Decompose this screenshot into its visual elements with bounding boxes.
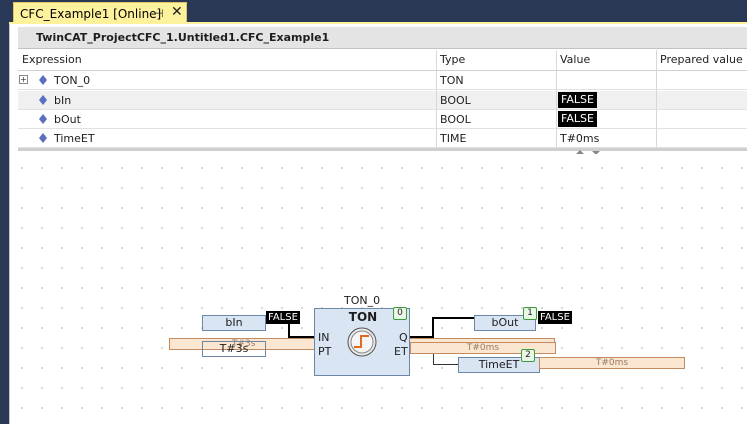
tab-underline bbox=[9, 22, 747, 24]
fb-instance-name[interactable]: TON_0 bbox=[344, 294, 381, 307]
splitter-down-icon[interactable] bbox=[592, 151, 600, 155]
column-header-expression[interactable]: Expression bbox=[22, 53, 82, 66]
row-expression: TimeET bbox=[54, 132, 95, 145]
fb-ton-block[interactable]: TON IN PT Q ET bbox=[314, 308, 410, 376]
column-header-prepared-value[interactable]: Prepared value bbox=[660, 53, 743, 66]
cfc-canvas[interactable]: bIn FALSE T#3s T#3s TON_0 TON IN PT Q ET… bbox=[18, 154, 747, 424]
output-variable-bout[interactable]: bOut bbox=[474, 315, 536, 331]
row-type: BOOL bbox=[440, 113, 471, 126]
timer-clock-icon bbox=[347, 327, 377, 357]
fb-type: TON bbox=[348, 310, 378, 324]
row-value: FALSE bbox=[558, 92, 597, 108]
table-row[interactable]: + TON_0 TON bbox=[18, 71, 747, 90]
window-frame-left bbox=[0, 0, 9, 424]
variable-icon bbox=[39, 95, 47, 105]
object-path-bar: TwinCAT_ProjectCFC_1.Untitled1.CFC_Examp… bbox=[18, 27, 747, 49]
pt-constant-input[interactable]: T#3s bbox=[202, 341, 266, 357]
wire-q-1 bbox=[410, 336, 434, 338]
row-value: T#0ms bbox=[560, 132, 600, 145]
wire-q-3 bbox=[432, 317, 474, 319]
pin-et[interactable]: ET bbox=[394, 345, 408, 358]
pin-pt[interactable]: PT bbox=[318, 345, 332, 358]
variable-icon bbox=[39, 114, 47, 124]
row-expression: bOut bbox=[54, 113, 81, 126]
bout-online-value: FALSE bbox=[538, 311, 572, 324]
row-type: TIME bbox=[440, 132, 467, 145]
tab-title: CFC_Example1 [Online] bbox=[20, 6, 162, 21]
wire-et-3 bbox=[433, 364, 458, 365]
pin-q[interactable]: Q bbox=[399, 331, 408, 344]
pin-icon[interactable]: ⊣ bbox=[154, 7, 164, 20]
header-separator bbox=[18, 70, 747, 71]
object-path: TwinCAT_ProjectCFC_1.Untitled1.CFC_Examp… bbox=[36, 31, 330, 44]
output-variable-timeet[interactable]: TimeET bbox=[458, 357, 540, 373]
fb-order-badge: 0 bbox=[393, 307, 407, 320]
wire-in-3 bbox=[288, 336, 314, 338]
tab-cfc-example1[interactable]: CFC_Example1 [Online] ⊣ ✕ bbox=[13, 2, 187, 24]
bin-online-value: FALSE bbox=[266, 311, 300, 324]
watch-splitter[interactable] bbox=[18, 148, 747, 151]
cfc-editor: TwinCAT_ProjectCFC_1.Untitled1.CFC_Examp… bbox=[9, 24, 747, 424]
input-variable-bin[interactable]: bIn bbox=[202, 315, 266, 331]
variable-icon bbox=[39, 133, 47, 143]
column-divider[interactable] bbox=[436, 50, 437, 150]
row-type: BOOL bbox=[440, 94, 471, 107]
pin-in[interactable]: IN bbox=[318, 331, 330, 344]
wire-in-2 bbox=[288, 322, 290, 338]
close-icon[interactable]: ✕ bbox=[171, 4, 183, 20]
expand-plus-icon[interactable]: + bbox=[19, 75, 28, 84]
row-value: FALSE bbox=[558, 111, 597, 127]
column-divider[interactable] bbox=[556, 50, 557, 150]
table-row[interactable]: bIn BOOL FALSE bbox=[18, 91, 747, 110]
row-expression: TON_0 bbox=[54, 74, 91, 87]
timeet-order-badge: 2 bbox=[521, 349, 535, 362]
table-row[interactable]: TimeET TIME T#0ms bbox=[18, 129, 747, 148]
wire-et-2 bbox=[433, 350, 434, 364]
row-expression: bIn bbox=[54, 94, 72, 107]
watch-table: Expression Type Value Prepared value + T… bbox=[18, 50, 747, 150]
row-type: TON bbox=[440, 74, 464, 87]
et-online-value: T#0ms bbox=[410, 342, 556, 354]
timeet-online-value: T#0ms bbox=[539, 357, 685, 369]
wire-q-2 bbox=[432, 317, 434, 338]
column-header-type[interactable]: Type bbox=[440, 53, 466, 66]
column-divider[interactable] bbox=[656, 50, 657, 150]
variable-icon bbox=[39, 75, 47, 85]
splitter-up-icon[interactable] bbox=[576, 150, 584, 154]
table-row[interactable]: bOut BOOL FALSE bbox=[18, 110, 747, 129]
column-header-value[interactable]: Value bbox=[560, 53, 591, 66]
bout-order-badge: 1 bbox=[523, 307, 537, 320]
